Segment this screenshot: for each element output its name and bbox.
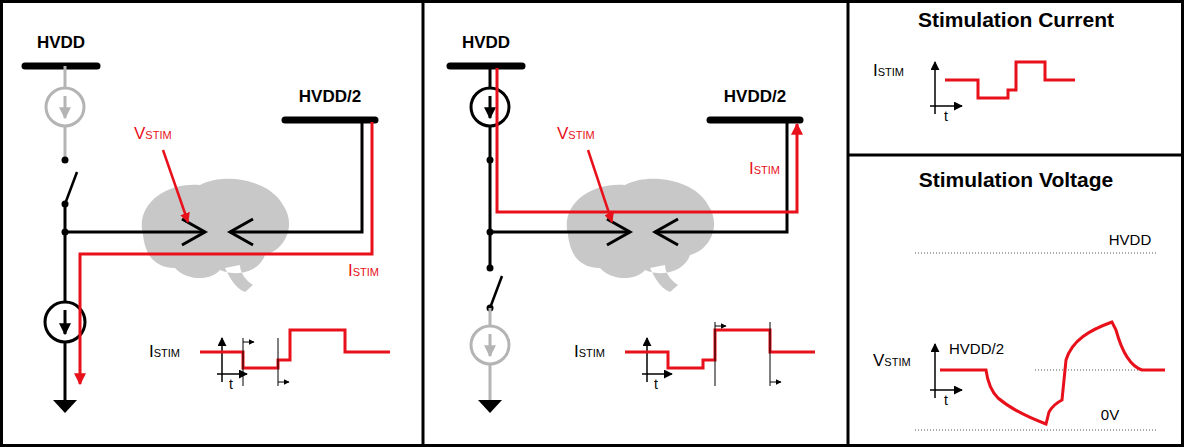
current-arrow [489,334,492,356]
wire [64,66,67,88]
brain-illustration [567,179,714,292]
current-path [80,122,372,384]
supply-label: HVDD/2 [298,88,362,106]
panel-divider [422,0,425,447]
axis [646,338,648,382]
signal-label: VSTIM [133,125,173,143]
wire [489,364,492,400]
axis [221,338,223,382]
brain-illustration [142,179,289,292]
axis-label: ISTIM [148,343,181,361]
current-waveform [200,330,390,368]
panel-title: Stimulation Voltage [848,168,1184,191]
wire [655,120,787,232]
current-arrow [64,96,67,118]
electrode-symbol [182,219,205,245]
supply-label: HVDD [461,34,511,52]
current-source-symbol [471,88,509,126]
switch-symbol [490,276,502,308]
supply-rail [25,63,97,70]
panel-title: Stimulation Current [848,8,1184,31]
axis-label: t [653,377,659,392]
panel-divider [848,154,1184,157]
supply-label: HVDD [36,34,86,52]
electrode-symbol [655,219,678,245]
level-label: HVDD/2 [948,341,1005,357]
ground-symbol [478,400,502,413]
axis [930,105,962,107]
voltage-waveform [940,322,1165,424]
wire [64,342,67,400]
current-waveform [625,330,815,368]
leader-arrow [163,150,188,222]
phase-bracket [715,326,726,327]
wire [230,120,362,232]
signal-label: VSTIM [556,125,596,143]
axis-label: t [943,393,949,408]
leader-arrow [588,150,612,222]
axis-label: VSTIM [872,352,912,370]
phase-bracket [243,338,244,386]
axis-label: t [228,377,234,392]
current-arrow [489,96,492,118]
axis-label: ISTIM [573,343,606,361]
electrode-symbol [230,219,253,245]
phase-bracket [770,382,781,383]
panel-box: Stimulation Voltage [848,155,1184,447]
level-line [915,430,1158,431]
phase-bracket [770,322,771,386]
phase-bracket [278,382,289,383]
current-source-symbol [471,326,509,364]
current-path [497,68,797,212]
axis [930,389,962,391]
level-line [915,253,1158,254]
panel-divider [847,0,850,447]
signal-label: ISTIM [748,160,781,178]
wire [489,308,492,326]
switch-terminal [487,265,494,272]
axis-label: t [943,109,949,124]
wire [64,126,67,160]
current-source-symbol [46,88,84,126]
signal-label: ISTIM [347,262,380,280]
junction-dot [487,157,494,164]
wire [65,231,205,234]
switch-symbol [65,172,77,204]
supply-rail [450,63,522,70]
phase-bracket [243,342,254,343]
current-waveform [945,62,1075,98]
phase-bracket [715,322,716,386]
axis [642,373,672,375]
wire [489,126,492,268]
current-arrow [64,310,67,334]
supply-label: HVDD/2 [723,88,787,106]
phase-bracket [278,338,279,386]
wire [64,204,67,302]
wire [490,231,630,234]
axis-label: ISTIM [872,62,905,80]
level-label: HVDD [1108,232,1153,248]
ground-symbol [53,400,77,413]
wire [489,66,492,88]
electrode-symbol [607,219,630,245]
switch-terminal [62,157,69,164]
level-label: 0V [1100,407,1120,423]
